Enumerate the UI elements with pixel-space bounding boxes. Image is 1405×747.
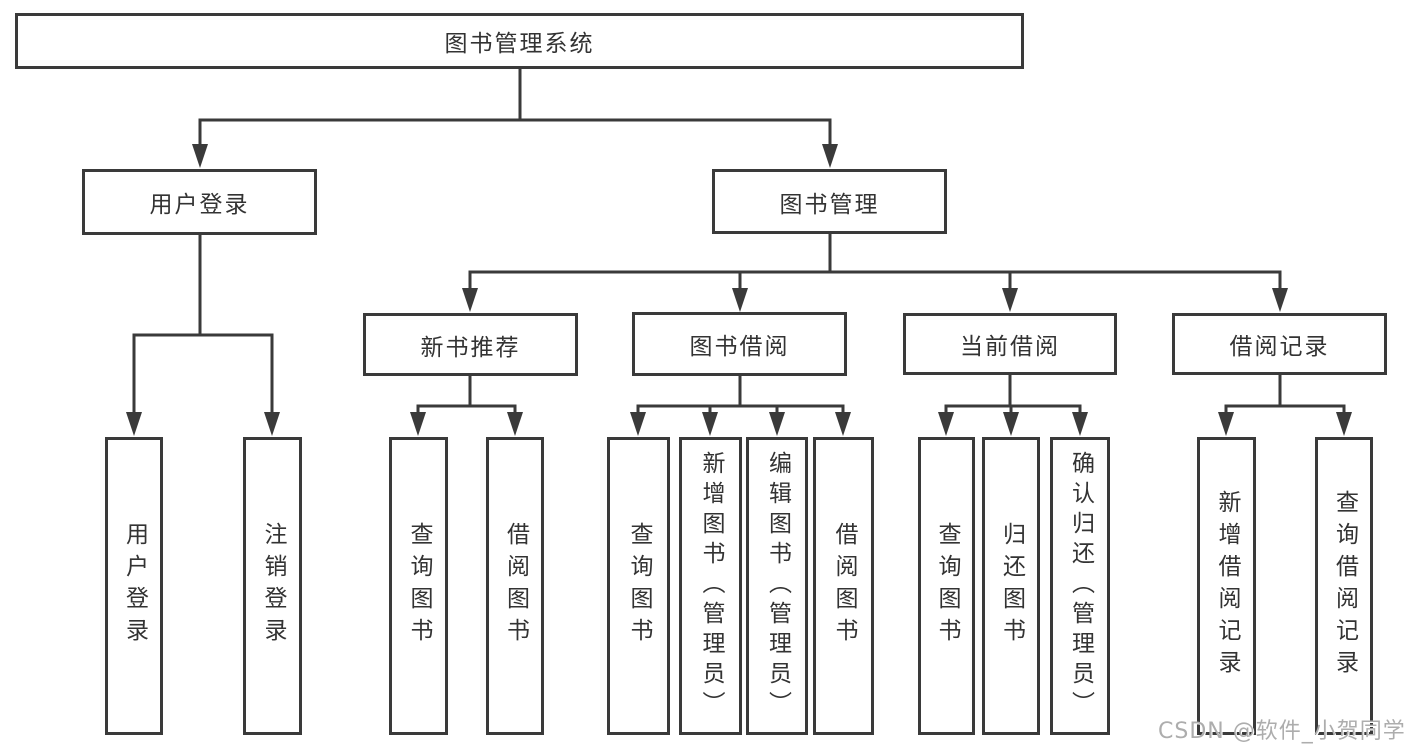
arrowhead — [1002, 288, 1018, 312]
arrowhead — [1272, 288, 1288, 312]
node-root: 图书管理系统 — [15, 13, 1024, 69]
csdn-watermark: CSDN @软件_小贺同学 — [1158, 719, 1405, 744]
arrowhead — [264, 412, 280, 436]
node-borrow-records: 借阅记录 — [1172, 313, 1387, 375]
node-book-management: 图书管理 — [712, 169, 947, 234]
arrowhead — [410, 412, 426, 436]
arrowhead — [462, 288, 478, 312]
leaf-borrow-books-1: 借阅图书 — [486, 437, 544, 735]
node-new-book-recommend: 新书推荐 — [363, 313, 578, 376]
arrowhead — [507, 412, 523, 436]
leaf-query-books-2: 查询图书 — [607, 437, 670, 735]
leaf-user-login: 用户登录 — [105, 437, 163, 735]
arrowhead — [822, 144, 838, 168]
leaf-add-borrow-record: 新增借阅记录 — [1197, 437, 1256, 735]
connector-new-book — [416, 376, 517, 418]
connector-book-management — [468, 233, 1282, 294]
leaf-query-borrow-record: 查询借阅记录 — [1315, 437, 1373, 735]
arrowhead — [1003, 412, 1019, 436]
leaf-edit-book-admin: 编辑图书（管理员） — [746, 437, 808, 735]
leaf-confirm-return-admin: 确认归还（管理员） — [1050, 437, 1110, 735]
connector-user-login — [132, 234, 274, 418]
node-book-borrow: 图书借阅 — [632, 312, 847, 376]
arrowhead — [702, 412, 718, 436]
arrowhead — [126, 412, 142, 436]
arrowhead — [1336, 412, 1352, 436]
arrowhead — [835, 412, 851, 436]
node-user-login: 用户登录 — [82, 169, 317, 235]
arrowhead — [192, 144, 208, 168]
connector-root — [198, 68, 832, 148]
arrowhead — [769, 412, 785, 436]
connector-current-borrow — [944, 375, 1082, 418]
connector-borrow-records — [1224, 375, 1346, 418]
leaf-query-books-3: 查询图书 — [918, 437, 975, 735]
arrowhead — [938, 412, 954, 436]
arrowhead — [1072, 412, 1088, 436]
leaf-query-books-1: 查询图书 — [389, 437, 448, 735]
leaf-return-books: 归还图书 — [982, 437, 1040, 735]
node-current-borrow: 当前借阅 — [903, 313, 1117, 375]
leaf-add-book-admin: 新增图书（管理员） — [679, 437, 742, 735]
leaf-logout: 注销登录 — [243, 437, 302, 735]
leaf-borrow-books-2: 借阅图书 — [813, 437, 874, 735]
connector-book-borrow — [636, 376, 845, 418]
arrowhead — [630, 412, 646, 436]
arrowhead — [1218, 412, 1234, 436]
arrowhead — [732, 288, 748, 312]
